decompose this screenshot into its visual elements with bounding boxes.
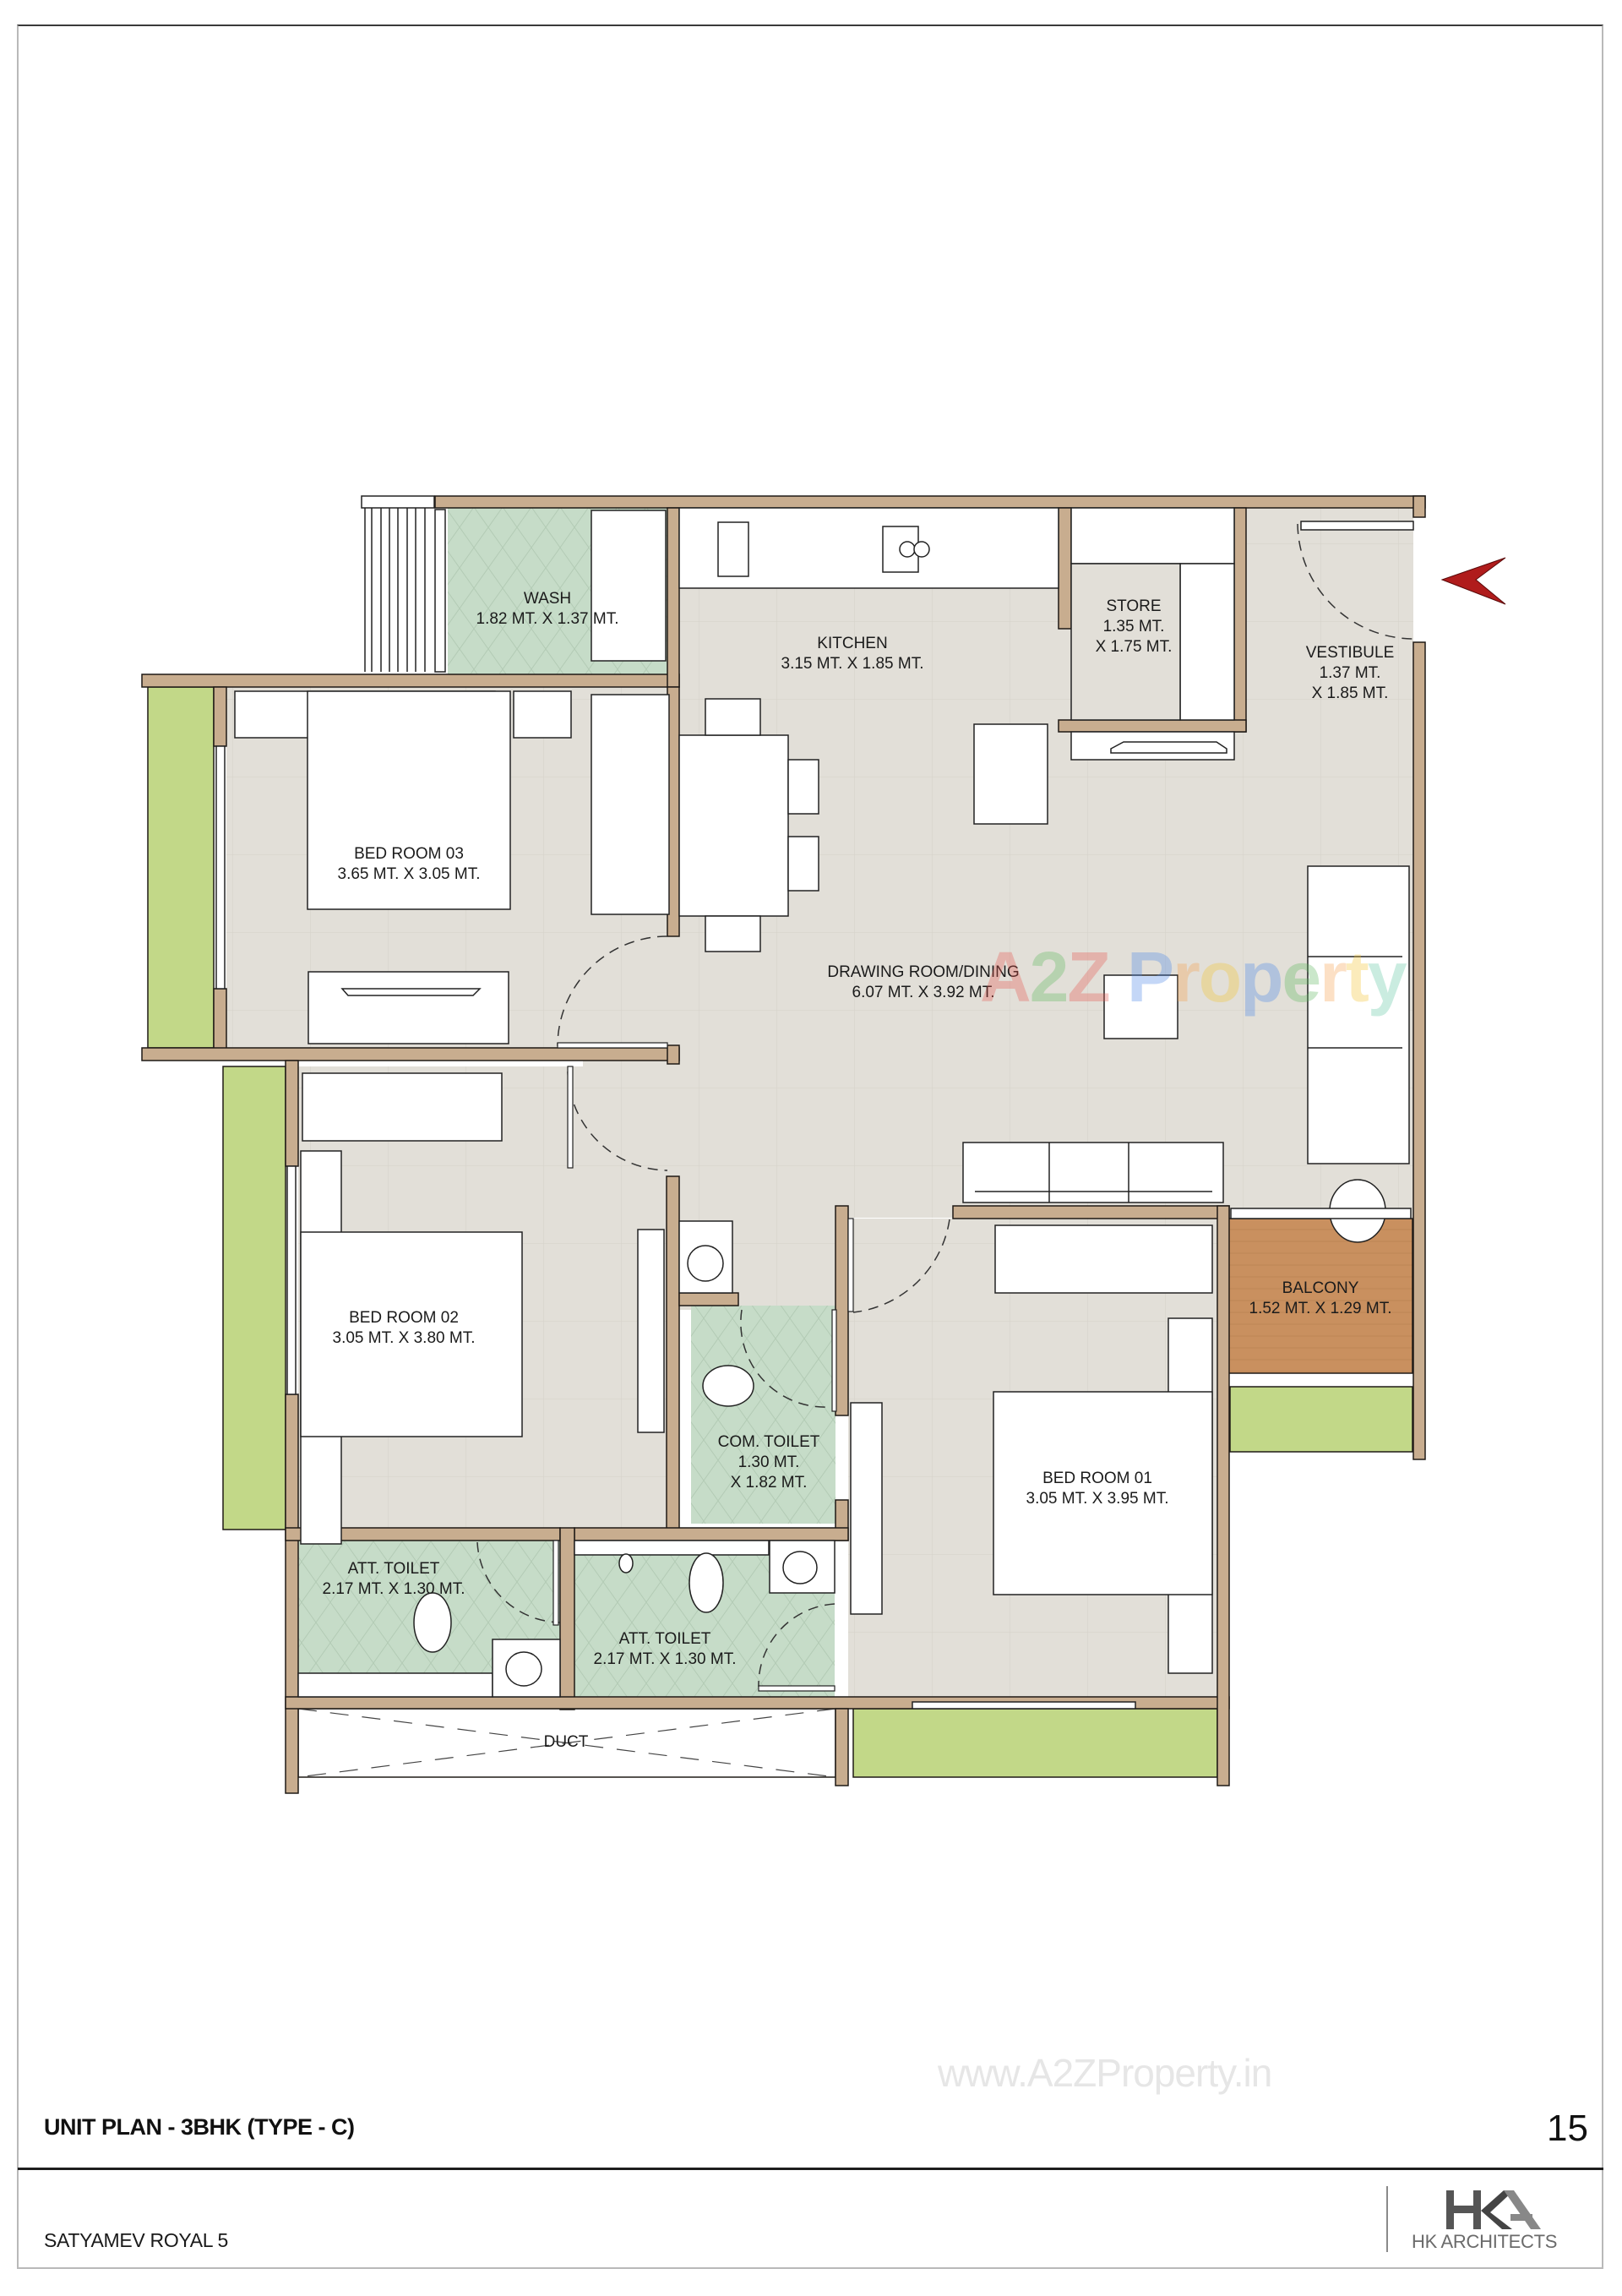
watermark-letter: 2	[1029, 937, 1070, 1017]
bedroom2-label: BED ROOM 02	[349, 1309, 459, 1327]
bedroom3-size: 3.65 MT. X 3.05 MT.	[338, 865, 481, 883]
com-toilet-label: COM. TOILET	[718, 1433, 820, 1451]
page-title: UNIT PLAN - 3BHK (TYPE - C)	[44, 2114, 355, 2140]
balcony-label: BALCONY	[1282, 1279, 1359, 1297]
planters	[147, 686, 1413, 1778]
duct-label: DUCT	[544, 1733, 589, 1751]
att-toilet-1-size: 2.17 MT. X 1.30 MT.	[323, 1580, 465, 1598]
balcony-size: 1.52 MT. X 1.29 MT.	[1249, 1300, 1392, 1317]
watermark-letter: r	[1173, 937, 1200, 1017]
bedroom1-size: 3.05 MT. X 3.95 MT.	[1026, 1490, 1169, 1508]
door-leaves	[552, 1042, 854, 1692]
com-toilet-size-2: X 1.82 MT.	[731, 1474, 808, 1492]
watermark-letter: e	[1282, 937, 1321, 1017]
page-frame	[17, 25, 1603, 2269]
hka-logo-icon	[1446, 2190, 1541, 2229]
kitchen-size: 3.15 MT. X 1.85 MT.	[781, 655, 924, 673]
vestibule-size-1: 1.37 MT.	[1320, 664, 1381, 682]
watermark-letter: r	[1320, 937, 1347, 1017]
bedroom1-label: BED ROOM 01	[1042, 1470, 1152, 1487]
att-toilet-1-label: ATT. TOILET	[348, 1560, 440, 1578]
page-number: 15	[1547, 2108, 1588, 2149]
project-name: SATYAMEV ROYAL 5	[44, 2229, 229, 2251]
watermark-letter	[1109, 937, 1127, 1017]
walls	[141, 495, 1426, 1794]
watermark-letter: A	[980, 937, 1031, 1017]
vestibule-size-2: X 1.85 MT.	[1312, 684, 1389, 702]
wash-louvers	[361, 495, 446, 673]
watermark-letter: t	[1345, 937, 1369, 1017]
floors	[226, 508, 1413, 1700]
store-label: STORE	[1106, 597, 1161, 615]
att-toilet-2-size: 2.17 MT. X 1.30 MT.	[594, 1650, 737, 1668]
logo-separator	[1386, 2186, 1388, 2252]
store-size-2: X 1.75 MT.	[1096, 638, 1173, 656]
com-toilet-size-1: 1.30 MT.	[738, 1453, 800, 1471]
watermark-letter: Z	[1067, 937, 1110, 1017]
bedroom3-label: BED ROOM 03	[354, 845, 464, 863]
watermark-letter: o	[1198, 937, 1242, 1017]
watermark-logo: A2Z Property	[980, 936, 1407, 1018]
bedroom2-size: 3.05 MT. X 3.80 MT.	[333, 1329, 476, 1347]
room-labels: WASH 1.82 MT. X 1.37 MT. KITCHEN 3.15 MT…	[323, 590, 1395, 1751]
duct	[297, 1708, 836, 1778]
vestibule-label: VESTIBULE	[1306, 644, 1395, 662]
architect-name: HK ARCHITECTS	[1412, 2231, 1558, 2252]
watermark-letter: p	[1240, 937, 1283, 1017]
watermark-url: www.A2ZProperty.in	[938, 2051, 1272, 2095]
wash-label: WASH	[524, 590, 571, 608]
drawing-label: DRAWING ROOM/DINING	[827, 963, 1019, 981]
att-toilet-2-label: ATT. TOILET	[619, 1630, 711, 1648]
store-size-1: 1.35 MT.	[1103, 618, 1165, 635]
watermark-letter: y	[1367, 937, 1407, 1017]
red-arrow-left-icon	[1440, 557, 1506, 605]
wash-size: 1.82 MT. X 1.37 MT.	[476, 610, 619, 628]
drawing-size: 6.07 MT. X 3.92 MT.	[852, 984, 995, 1001]
furniture	[215, 507, 1414, 1710]
footer-divider	[18, 2168, 1603, 2170]
watermark-letter: P	[1127, 937, 1174, 1017]
kitchen-label: KITCHEN	[817, 635, 887, 652]
